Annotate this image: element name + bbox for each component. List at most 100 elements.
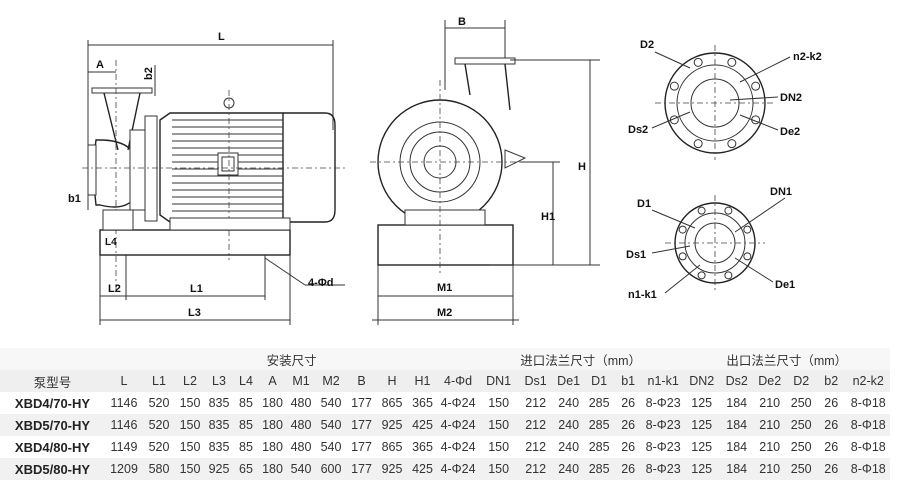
value-cell: 212	[519, 414, 553, 436]
dim-L3: L3	[188, 307, 201, 319]
dim-A: A	[96, 59, 104, 71]
value-cell: 125	[683, 414, 721, 436]
model-header: 泵型号	[0, 370, 105, 392]
value-cell: 150	[478, 414, 520, 436]
column-header: DN1	[478, 370, 520, 392]
label-Ds2: Ds2	[628, 124, 648, 136]
value-cell: 240	[558, 396, 580, 410]
label-D2: D2	[640, 39, 654, 51]
value-cell: 425	[407, 458, 438, 480]
value-cell: 26	[613, 414, 644, 436]
value-cell: 8-Φ23	[645, 396, 681, 410]
value-cell: 285	[588, 396, 610, 410]
value-cell: 520	[148, 396, 170, 410]
bolt-hole	[697, 206, 706, 215]
value-cell: 835	[208, 440, 230, 454]
value-cell: 184	[720, 458, 754, 480]
value-cell: 925	[205, 458, 233, 480]
value-cell: 8-Φ18	[850, 440, 886, 454]
bolt-hole	[678, 225, 687, 234]
value-cell: 85	[239, 440, 253, 454]
dim-B: B	[458, 16, 466, 28]
bolt-hole	[724, 206, 733, 215]
value-cell: 180	[262, 440, 283, 454]
value-cell: 65	[233, 458, 259, 480]
bolt-hole	[743, 225, 752, 234]
value-cell: 26	[621, 396, 636, 410]
value-cell: 177	[346, 414, 377, 436]
value-cell: 240	[552, 458, 586, 480]
value-cell: 1209	[105, 458, 143, 480]
dim-4-phi-d: 4-Φd	[308, 277, 334, 289]
dim-M1: M1	[437, 282, 452, 294]
value-cell: 125	[683, 458, 721, 480]
column-header: L2	[175, 370, 205, 392]
value-cell: 212	[525, 440, 547, 454]
model-cell: XBD5/70-HY	[0, 414, 105, 436]
value-cell: 8-Φ23	[643, 458, 684, 480]
value-cell: 540	[316, 414, 346, 436]
column-header: L4	[233, 370, 259, 392]
value-cell: 520	[143, 414, 175, 436]
value-cell: 150	[175, 414, 205, 436]
value-cell: 210	[759, 396, 781, 410]
value-cell: 365	[412, 396, 433, 410]
value-cell: 865	[381, 396, 403, 410]
column-header: De2	[753, 370, 787, 392]
model-cell: XBD4/70-HY	[14, 395, 91, 411]
value-cell: 212	[519, 458, 553, 480]
value-cell: 925	[377, 458, 407, 480]
value-cell: 150	[179, 440, 201, 454]
value-cell: 1149	[110, 440, 138, 454]
value-cell: 4-Φ24	[440, 440, 476, 454]
value-cell: 212	[525, 396, 547, 410]
label-DN2: DN2	[780, 92, 802, 104]
value-cell: 150	[175, 458, 205, 480]
value-cell: 540	[320, 440, 342, 454]
column-header: DN2	[683, 370, 721, 392]
value-cell: 150	[478, 458, 520, 480]
dim-H1: H1	[541, 211, 555, 223]
value-cell: 180	[259, 414, 286, 436]
bolt-hole	[669, 81, 679, 91]
bolt-hole	[697, 271, 706, 280]
label-DN1: DN1	[770, 186, 792, 198]
value-cell: 26	[621, 440, 636, 454]
value-cell: 240	[558, 440, 580, 454]
value-cell: 184	[726, 396, 748, 410]
column-header: b1	[613, 370, 644, 392]
column-header: L1	[143, 370, 175, 392]
label-Ds1: Ds1	[626, 249, 646, 261]
value-cell: 865	[381, 440, 403, 454]
dim-H: H	[578, 161, 586, 173]
inlet-flange-view: D1 DN1 Ds1 n1-k1 De1	[626, 186, 795, 301]
dim-M2: M2	[437, 307, 452, 319]
value-cell: 210	[759, 440, 781, 454]
column-header: A	[259, 370, 286, 392]
value-cell: 125	[691, 396, 713, 410]
column-header: De1	[552, 370, 586, 392]
value-cell: 540	[320, 396, 342, 410]
value-cell: 580	[143, 458, 175, 480]
value-cell: 177	[351, 440, 372, 454]
pump-dimension-drawing: L A b2 b1 L4 L2 L1 L3 4-Φd	[68, 16, 822, 325]
column-header: H	[377, 370, 407, 392]
value-cell: 1146	[110, 396, 138, 410]
value-cell: 85	[239, 396, 253, 410]
column-header: H1	[407, 370, 438, 392]
label-De2: De2	[780, 126, 800, 138]
value-cell: 4-Φ24	[438, 458, 479, 480]
dim-L2: L2	[108, 283, 121, 295]
column-header: n1-k1	[643, 370, 684, 392]
dim-L1: L1	[190, 283, 203, 295]
value-cell: 1146	[105, 414, 143, 436]
value-cell: 26	[824, 396, 839, 410]
label-De1: De1	[775, 279, 795, 291]
group-inlet: 进口法兰尺寸（mm）	[478, 348, 684, 370]
value-cell: 8-Φ23	[645, 440, 681, 454]
value-cell: 210	[753, 414, 787, 436]
bolt-hole	[727, 57, 737, 67]
value-cell: 4-Φ24	[440, 396, 476, 410]
